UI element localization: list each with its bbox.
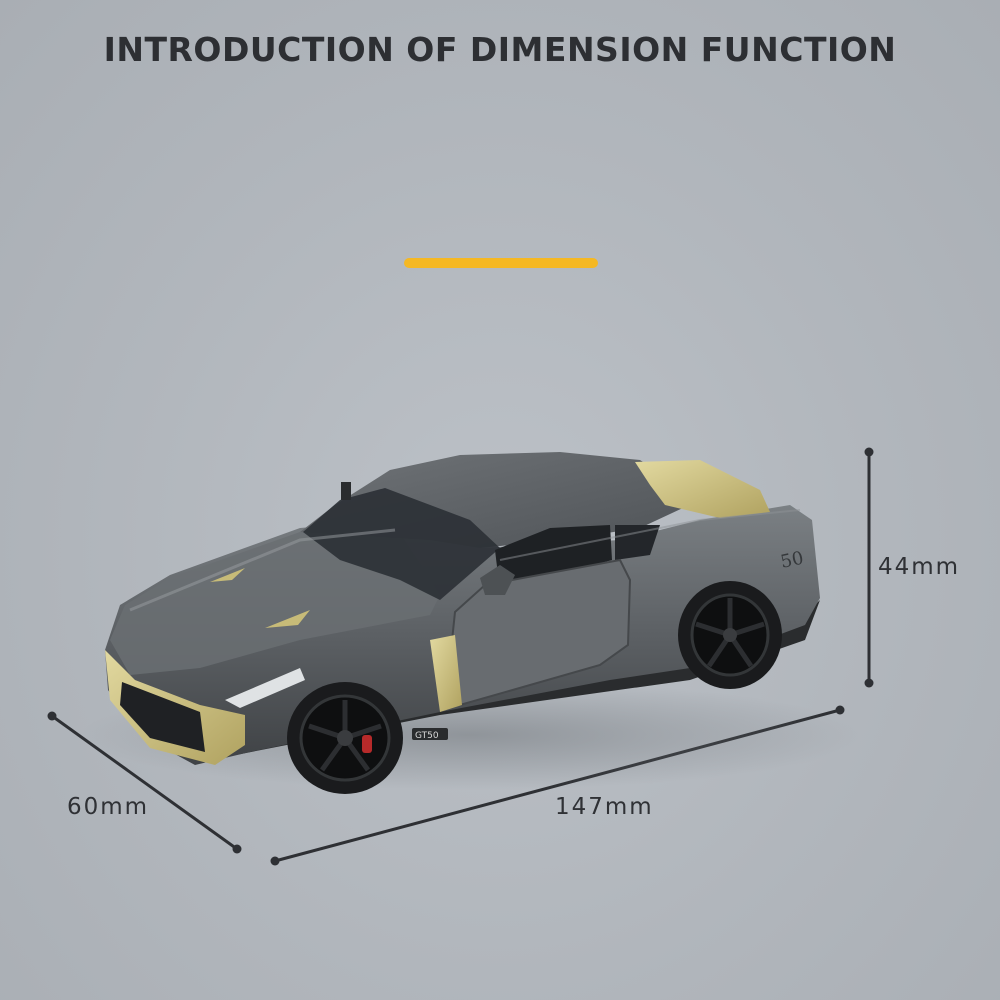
accent-bar (404, 258, 598, 268)
page-title: INTRODUCTION OF DIMENSION FUNCTION (103, 30, 897, 69)
rocker-emblem: GT50 (415, 731, 439, 741)
front-wheel (287, 682, 403, 794)
height-dimension-label: 44mm (878, 554, 961, 580)
rear-wheel (678, 581, 782, 689)
height-dimension-line (864, 447, 874, 688)
length-dimension-label: 147mm (555, 794, 654, 820)
side-badge: 50 (779, 548, 806, 573)
car-model-image: 50 GT50 (80, 452, 860, 794)
width-dimension-label: 60mm (67, 794, 150, 820)
